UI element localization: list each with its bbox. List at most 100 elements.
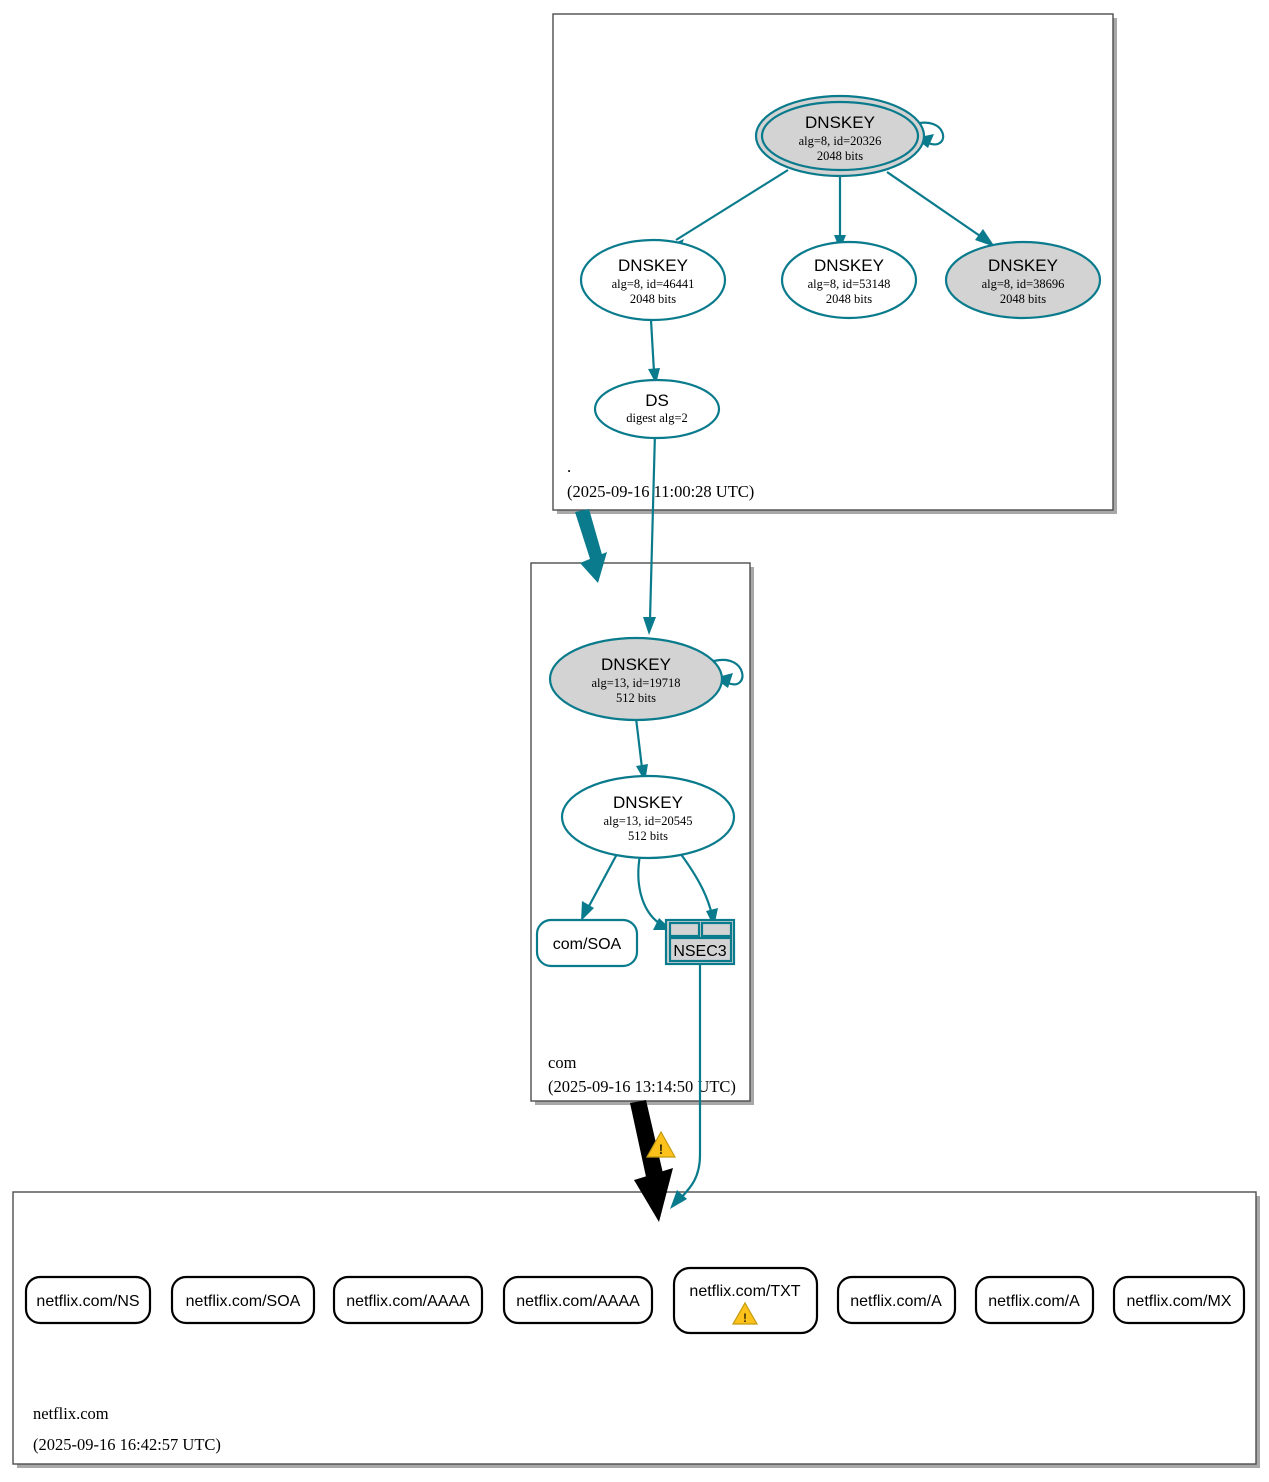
edge-delegation-com-to-netflix bbox=[630, 1100, 673, 1222]
node-root-dnskey-53148-size: 2048 bits bbox=[826, 292, 872, 306]
node-root-ds[interactable]: DS digest alg=2 bbox=[593, 378, 721, 440]
node-com-soa[interactable]: com/SOA bbox=[535, 918, 639, 968]
node-root-dnskey-20326-inner-ellipse bbox=[760, 100, 920, 172]
node-netflix-aaaa-2-box[interactable] bbox=[502, 1275, 654, 1325]
node-netflix-aaaa-2[interactable]: netflix.com/AAAA bbox=[502, 1275, 654, 1325]
warning-triangle-icon-txt: ! bbox=[731, 1301, 759, 1325]
node-root-dnskey-46441-size: 2048 bits bbox=[630, 292, 676, 306]
node-root-ds-type: DS bbox=[645, 391, 669, 410]
zone-netflix-box bbox=[12, 1191, 1257, 1465]
edge-com-zsk-to-soa bbox=[587, 853, 618, 909]
node-com-soa-box[interactable] bbox=[535, 918, 639, 968]
node-com-nsec3-cell-left bbox=[668, 921, 701, 938]
node-root-dnskey-20326-type: DNSKEY bbox=[805, 113, 875, 132]
node-netflix-mx-label: netflix.com/MX bbox=[1127, 1293, 1232, 1310]
edge-46441-to-ds bbox=[649, 319, 656, 373]
node-netflix-a-2-box[interactable] bbox=[974, 1275, 1095, 1325]
node-netflix-txt[interactable]: netflix.com/TXT ! bbox=[672, 1266, 819, 1335]
warning-triangle-icon-delegation: ! bbox=[645, 1130, 677, 1158]
node-root-dnskey-20326-size: 2048 bits bbox=[817, 149, 863, 163]
node-netflix-aaaa-1[interactable]: netflix.com/AAAA bbox=[332, 1275, 484, 1325]
node-root-dnskey-46441-params: alg=8, id=46441 bbox=[612, 277, 695, 291]
edge-delegation-root-to-com-shaft bbox=[575, 509, 603, 562]
node-root-dnskey-20326[interactable]: DNSKEY alg=8, id=20326 2048 bits bbox=[754, 94, 926, 178]
node-root-dnskey-38696-size: 2048 bits bbox=[1000, 292, 1046, 306]
node-root-dnskey-46441-ellipse[interactable] bbox=[579, 238, 727, 322]
node-root-ds-ellipse[interactable] bbox=[593, 378, 721, 440]
node-com-dnskey-19718-type: DNSKEY bbox=[601, 655, 671, 674]
warning-triangle-icon-bang: ! bbox=[659, 1141, 664, 1157]
zone-com-timestamp: (2025-09-16 13:14:50 UTC) bbox=[548, 1077, 736, 1096]
node-com-dnskey-19718[interactable]: DNSKEY alg=13, id=19718 512 bits bbox=[548, 636, 724, 722]
edge-delegation-com-to-netflix-arrowhead bbox=[634, 1168, 673, 1222]
node-netflix-aaaa-2-label: netflix.com/AAAA bbox=[516, 1293, 640, 1310]
node-netflix-a-1[interactable]: netflix.com/A bbox=[836, 1275, 957, 1325]
node-com-dnskey-20545-type: DNSKEY bbox=[613, 793, 683, 812]
warning-triangle-icon-shape bbox=[645, 1130, 677, 1158]
node-com-soa-label: com/SOA bbox=[553, 936, 622, 953]
node-netflix-soa-box[interactable] bbox=[170, 1275, 316, 1325]
node-netflix-a-1-box[interactable] bbox=[836, 1275, 957, 1325]
warning-triangle-icon-txt-bang: ! bbox=[743, 1311, 747, 1325]
node-netflix-a-2-label: netflix.com/A bbox=[988, 1293, 1080, 1310]
node-root-dnskey-38696-ellipse[interactable] bbox=[944, 240, 1102, 320]
node-root-dnskey-20326-params: alg=8, id=20326 bbox=[799, 134, 882, 148]
node-netflix-mx[interactable]: netflix.com/MX bbox=[1112, 1275, 1246, 1325]
node-com-nsec3-label: NSEC3 bbox=[673, 943, 726, 960]
node-root-dnskey-53148-params: alg=8, id=53148 bbox=[808, 277, 891, 291]
edge-com-ksk-to-zsk bbox=[634, 717, 644, 769]
zone-com-name: com bbox=[548, 1053, 577, 1072]
node-com-dnskey-19718-ellipse[interactable] bbox=[548, 636, 724, 722]
node-com-nsec3-cell-label bbox=[668, 936, 733, 963]
node-root-dnskey-46441[interactable]: DNSKEY alg=8, id=46441 2048 bits bbox=[579, 238, 727, 322]
node-root-dnskey-38696-type: DNSKEY bbox=[988, 256, 1058, 275]
zone-cluster-netflix: netflix.com (2025-09-16 16:42:57 UTC) bbox=[12, 1191, 1260, 1468]
zone-netflix-name: netflix.com bbox=[33, 1404, 109, 1423]
node-com-dnskey-20545-params: alg=13, id=20545 bbox=[603, 814, 692, 828]
edge-nsec3-to-netflix bbox=[670, 964, 702, 1209]
edge-com-zsk-to-nsec3-left bbox=[637, 854, 663, 926]
edge-group-ds-to-com-key bbox=[643, 431, 657, 635]
node-netflix-a-1-label: netflix.com/A bbox=[850, 1293, 942, 1310]
node-com-dnskey-20545-size: 512 bits bbox=[628, 829, 668, 843]
node-root-dnskey-46441-type: DNSKEY bbox=[618, 256, 688, 275]
node-com-dnskey-20545-ellipse[interactable] bbox=[560, 774, 736, 860]
node-netflix-ns-label: netflix.com/NS bbox=[36, 1293, 139, 1310]
node-root-dnskey-38696[interactable]: DNSKEY alg=8, id=38696 2048 bits bbox=[944, 240, 1102, 320]
edge-ds-to-com-ksk-arrowhead bbox=[643, 617, 656, 635]
node-com-dnskey-19718-size: 512 bits bbox=[616, 691, 656, 705]
zone-root-timestamp: (2025-09-16 11:00:28 UTC) bbox=[567, 482, 754, 501]
warning-triangle-icon-txt-shape bbox=[731, 1301, 759, 1325]
node-netflix-mx-box[interactable] bbox=[1112, 1275, 1246, 1325]
edge-delegation-root-to-com bbox=[575, 509, 607, 583]
edge-com-ksk-self-loop bbox=[713, 658, 744, 686]
node-netflix-ns-box[interactable] bbox=[24, 1275, 152, 1325]
node-netflix-txt-box[interactable] bbox=[672, 1266, 819, 1335]
node-root-dnskey-38696-params: alg=8, id=38696 bbox=[982, 277, 1065, 291]
edge-delegation-com-to-netflix-shaft bbox=[630, 1100, 665, 1186]
node-com-nsec3-cell-right bbox=[700, 921, 733, 938]
node-root-ds-params: digest alg=2 bbox=[626, 411, 688, 425]
edge-root-ksk-self-loop bbox=[911, 121, 945, 146]
node-com-dnskey-19718-params: alg=13, id=19718 bbox=[591, 676, 680, 690]
edge-root-ksk-to-38696-arrowhead bbox=[975, 229, 995, 247]
zone-netflix-timestamp: (2025-09-16 16:42:57 UTC) bbox=[33, 1435, 221, 1454]
node-netflix-aaaa-1-label: netflix.com/AAAA bbox=[346, 1293, 470, 1310]
edge-nsec3-to-netflix-arrowhead bbox=[670, 1190, 687, 1209]
node-netflix-soa-label: netflix.com/SOA bbox=[186, 1293, 301, 1310]
edge-delegation-root-to-com-arrowhead bbox=[580, 552, 607, 583]
node-com-nsec3[interactable]: NSEC3 bbox=[664, 918, 736, 966]
node-netflix-soa[interactable]: netflix.com/SOA bbox=[170, 1275, 316, 1325]
node-root-dnskey-53148-ellipse[interactable] bbox=[780, 240, 918, 320]
node-com-dnskey-20545[interactable]: DNSKEY alg=13, id=20545 512 bits bbox=[560, 774, 736, 860]
edge-ds-to-com-ksk bbox=[648, 431, 657, 621]
edge-root-ksk-to-46441 bbox=[675, 169, 789, 241]
node-netflix-txt-label: netflix.com/TXT bbox=[689, 1283, 800, 1300]
node-netflix-ns[interactable]: netflix.com/NS bbox=[24, 1275, 152, 1325]
zone-root-name: . bbox=[567, 457, 571, 476]
node-root-dnskey-53148[interactable]: DNSKEY alg=8, id=53148 2048 bits bbox=[780, 240, 918, 320]
edge-com-zsk-to-soa-arrowhead bbox=[581, 901, 594, 921]
node-netflix-aaaa-1-box[interactable] bbox=[332, 1275, 484, 1325]
node-netflix-a-2[interactable]: netflix.com/A bbox=[974, 1275, 1095, 1325]
